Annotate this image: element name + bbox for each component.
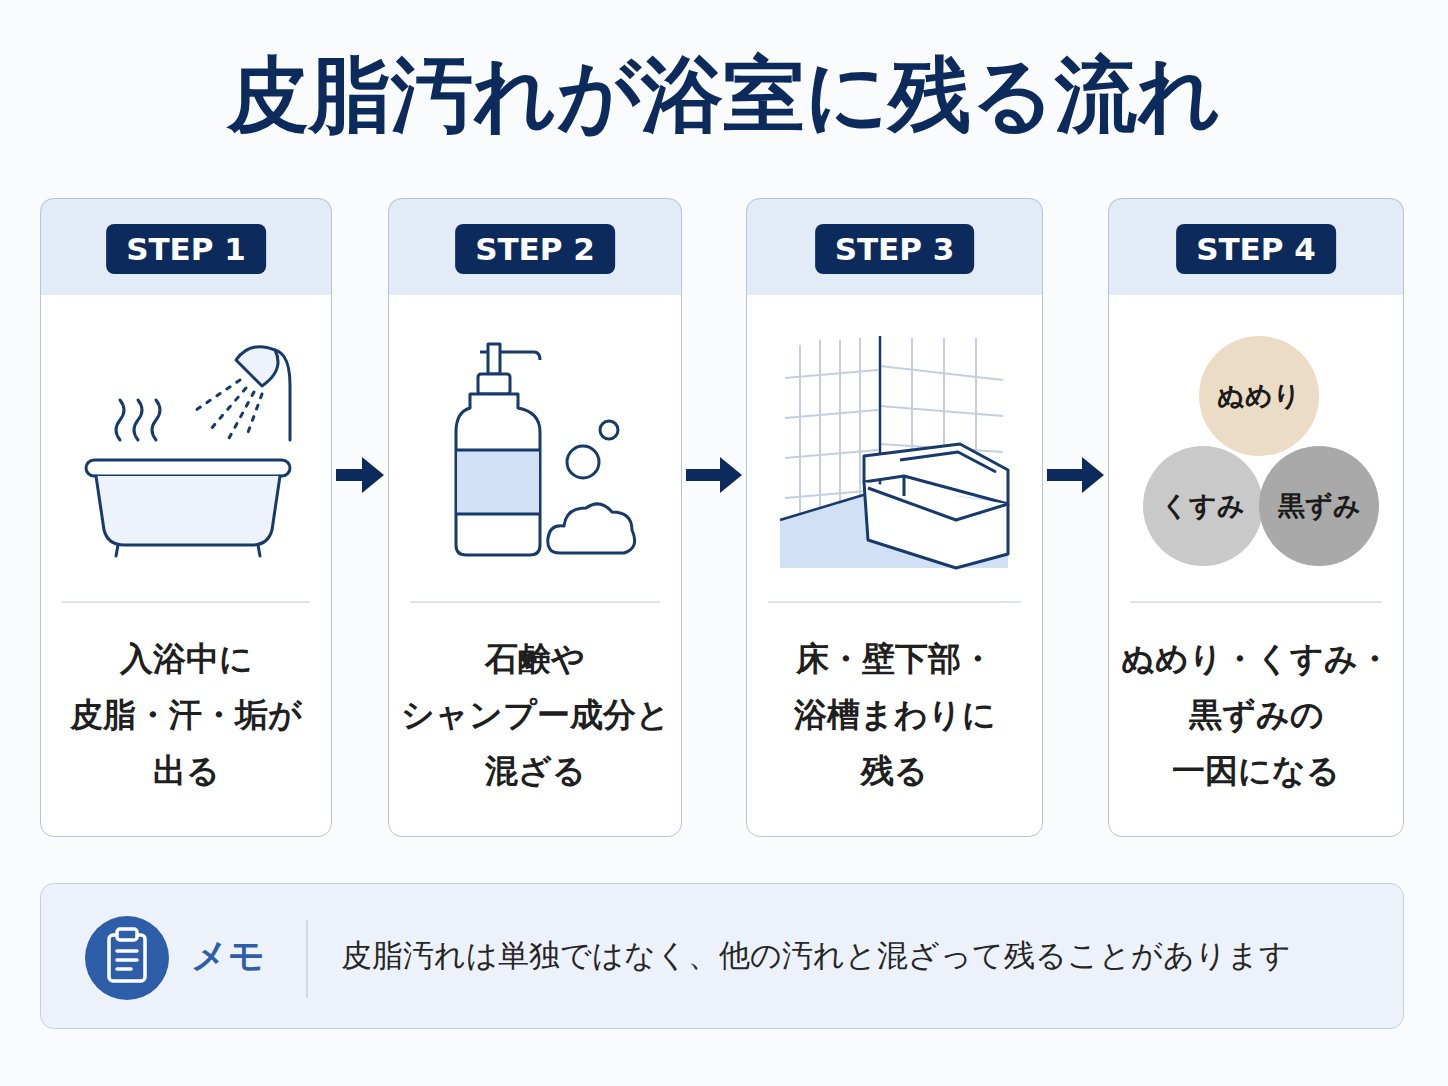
arrow-head: [720, 457, 742, 493]
divider-lines: [62, 601, 1382, 603]
step-description: ぬめり・くすみ・ 黒ずみの 一因になる: [1117, 631, 1395, 799]
text-line: 一因になる: [1117, 743, 1395, 799]
stain-circle: くすみ: [1143, 446, 1263, 566]
memo-divider: [306, 920, 308, 998]
stain-label: ぬめり: [1217, 378, 1301, 414]
arrow-head: [362, 457, 384, 493]
bottle-illustration: [456, 344, 635, 555]
step-description: 石鹸や シャンプー成分と 混ざる: [397, 631, 673, 799]
flow-arrow: [686, 457, 742, 493]
step-description: 床・壁下部・ 浴槽まわりに 残る: [755, 631, 1034, 799]
text-line: 皮脂・汗・垢が: [49, 687, 323, 743]
memo-heading: メモ: [191, 932, 265, 981]
header-band: [746, 198, 1043, 295]
text-line: 混ざる: [397, 743, 673, 799]
text-line: 出る: [49, 743, 323, 799]
step-card: STEP 1 入浴中に 皮脂・汗・垢が 出る: [40, 198, 332, 837]
step-card: STEP 4 ぬめり・くすみ・ 黒ずみの 一因になる ぬめりくすみ黒ずみ: [1108, 198, 1404, 837]
stain-label: くすみ: [1161, 488, 1245, 524]
card-ground: [388, 198, 682, 837]
clipboard-icon: [85, 916, 169, 1000]
arrow-shaft: [336, 469, 362, 481]
diagram-title: 皮脂汚れが浴室に残る流れ: [0, 40, 1448, 150]
memo-ground: [40, 883, 1404, 1029]
text-line: 石鹸や: [397, 631, 673, 687]
text-line: 浴槽まわりに: [755, 687, 1034, 743]
flow-arrow: [336, 457, 384, 493]
text-line: ぬめり・くすみ・: [1117, 631, 1395, 687]
step-card: STEP 3 床・壁下部・ 浴槽まわりに 残る: [746, 198, 1043, 837]
arrow-head: [1082, 457, 1104, 493]
card-ground: [1108, 198, 1404, 837]
arrow-shaft: [1047, 469, 1082, 481]
header-band: [40, 198, 332, 295]
stain-circle: 黒ずみ: [1259, 446, 1379, 566]
step-badge: STEP 2: [455, 224, 615, 274]
header-band: [388, 198, 682, 295]
bathroom-illustration: [780, 336, 1008, 568]
step-card: STEP 2 石鹸や シャンプー成分と 混ざる: [388, 198, 682, 837]
memo-box: メモ 皮脂汚れは単独ではなく、他の汚れと混ざって残ることがあります: [40, 883, 1404, 1029]
card-ground: [746, 198, 1043, 837]
memo-body: 皮脂汚れは単独ではなく、他の汚れと混ざって残ることがあります: [341, 935, 1291, 977]
step-description: 入浴中に 皮脂・汗・垢が 出る: [49, 631, 323, 799]
text-line: 残る: [755, 743, 1034, 799]
text-line: 入浴中に: [49, 631, 323, 687]
arrow-shaft: [686, 469, 720, 481]
text-line: 黒ずみの: [1117, 687, 1395, 743]
text-line: シャンプー成分と: [397, 687, 673, 743]
stain-label: 黒ずみ: [1278, 488, 1361, 524]
bathtub-illustration: [86, 347, 290, 556]
step-badge: STEP 3: [815, 224, 975, 274]
step-badge: STEP 4: [1176, 224, 1336, 274]
stain-circle: ぬめり: [1199, 336, 1319, 456]
step-badge: STEP 1: [106, 224, 266, 274]
card-ground: [40, 198, 332, 837]
header-band: [1108, 198, 1404, 295]
text-line: 床・壁下部・: [755, 631, 1034, 687]
flow-arrow: [1047, 457, 1104, 493]
